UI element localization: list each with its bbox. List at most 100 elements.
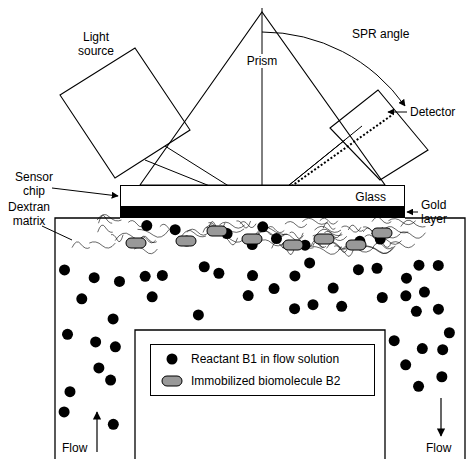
reactant-dot bbox=[436, 371, 447, 382]
reactant-dot bbox=[170, 224, 181, 235]
dextran-strand bbox=[98, 225, 113, 232]
dextran-strand bbox=[313, 247, 342, 255]
label-text: Dextran matrix bbox=[8, 200, 50, 228]
immobilized-biomolecules bbox=[126, 226, 392, 250]
gold-layer bbox=[120, 207, 405, 218]
leader-arrow bbox=[52, 188, 118, 196]
reactant-dot bbox=[307, 299, 318, 310]
reactant-dot bbox=[304, 257, 315, 268]
channel-inner-wall bbox=[135, 330, 385, 459]
reactant-dot bbox=[328, 283, 339, 294]
reactant-dot bbox=[413, 260, 424, 271]
reactant-dot bbox=[141, 220, 152, 231]
reactant-dot bbox=[62, 329, 73, 340]
reactant-dot bbox=[193, 309, 204, 320]
reactant-dot bbox=[289, 270, 300, 281]
reactant-dot bbox=[59, 264, 70, 275]
reactant-dot bbox=[289, 303, 300, 314]
legend-text: Immobilized biomolecule B2 bbox=[191, 374, 340, 388]
reactant-dot bbox=[437, 344, 448, 355]
reactant-dot bbox=[108, 313, 119, 324]
leader-arrow bbox=[388, 112, 407, 113]
dextran-strand bbox=[72, 242, 90, 249]
channel-outer-wall bbox=[55, 218, 465, 459]
reactant-dot bbox=[269, 283, 280, 294]
label-text: Gold layer bbox=[421, 198, 447, 226]
reactant-dot bbox=[89, 272, 100, 283]
legend-box: Reactant B1 in flow solutionImmobilized … bbox=[150, 344, 375, 396]
reactant-dot bbox=[157, 270, 168, 281]
reactant-dot bbox=[243, 290, 254, 301]
reactant-dot bbox=[433, 304, 444, 315]
reactant-dot bbox=[433, 260, 444, 271]
part-label: Gold layer bbox=[421, 198, 465, 226]
reactant-dot bbox=[247, 270, 258, 281]
reactant-dot bbox=[76, 293, 87, 304]
dextran-strand bbox=[281, 234, 303, 240]
dextran-strand bbox=[285, 222, 307, 228]
dextran-strand bbox=[323, 223, 335, 229]
reactant-dot bbox=[59, 406, 70, 417]
dextran-strand bbox=[302, 218, 328, 224]
reactant-dot bbox=[110, 341, 121, 352]
dextran-strand bbox=[342, 226, 361, 232]
reactant-dot bbox=[108, 419, 119, 430]
reactant-dot bbox=[90, 336, 101, 347]
legend-text: Reactant B1 in flow solution bbox=[191, 352, 339, 366]
reactant-dot bbox=[271, 233, 282, 244]
label-text: Flow bbox=[426, 441, 451, 455]
part-label: Light source bbox=[70, 30, 122, 58]
reactant-dot bbox=[419, 287, 430, 298]
reactant-dot bbox=[413, 381, 424, 392]
label-text: Detector bbox=[410, 105, 455, 119]
flow-label: Flow bbox=[62, 441, 87, 455]
dextran-strand bbox=[364, 247, 394, 254]
reactant-dot bbox=[140, 271, 151, 282]
legend-swatch bbox=[159, 352, 185, 366]
dextran-strand bbox=[89, 242, 115, 248]
reactant-dot bbox=[401, 273, 412, 284]
reactant-dot bbox=[213, 268, 224, 279]
legend-row: Reactant B1 in flow solution bbox=[159, 348, 366, 370]
reactant-dot bbox=[114, 276, 125, 287]
dextran-strand bbox=[98, 215, 112, 223]
prism-triangle: Prism bbox=[140, 12, 385, 185]
dextran-strand bbox=[363, 246, 395, 254]
dextran-strand bbox=[290, 232, 304, 238]
reactant-dot bbox=[93, 362, 104, 373]
dextran-strand bbox=[388, 219, 415, 225]
detector-box bbox=[330, 90, 428, 180]
reactant-dot bbox=[400, 290, 411, 301]
dextran-strand bbox=[138, 229, 170, 237]
part-label: Sensor chip bbox=[12, 170, 56, 198]
dextran-strand bbox=[240, 222, 256, 228]
node-text: Glass bbox=[355, 190, 386, 204]
leader-line bbox=[42, 226, 72, 240]
flow-arrow bbox=[96, 412, 97, 452]
prism-outline bbox=[140, 12, 385, 185]
legend-swatch bbox=[159, 374, 185, 388]
dextran-strand bbox=[372, 217, 391, 223]
part-label: Dextran matrix bbox=[2, 200, 56, 228]
normal-line bbox=[262, 8, 263, 185]
reactant-dot bbox=[372, 263, 383, 274]
reactant-dot bbox=[147, 291, 158, 302]
dextran-strand bbox=[320, 218, 338, 224]
reactant-dot bbox=[444, 327, 455, 338]
dextran-matrix bbox=[72, 214, 425, 256]
label-text: SPR angle bbox=[352, 27, 409, 41]
dextran-strand bbox=[348, 225, 363, 231]
reactant-dot bbox=[411, 306, 422, 317]
dextran-strand bbox=[315, 226, 342, 232]
dextran-strand bbox=[187, 229, 209, 235]
reactant-dot bbox=[389, 335, 400, 346]
reactant-dot bbox=[400, 359, 411, 370]
reactant-dot bbox=[336, 301, 347, 312]
label-text: Sensor chip bbox=[15, 170, 53, 198]
reactant-dot bbox=[257, 221, 268, 232]
dextran-strand bbox=[390, 242, 415, 248]
glass-layer: Glass bbox=[120, 185, 405, 207]
reactant-dot bbox=[417, 343, 428, 354]
flow-label: Flow bbox=[426, 441, 451, 455]
reactant-dots bbox=[59, 220, 455, 430]
